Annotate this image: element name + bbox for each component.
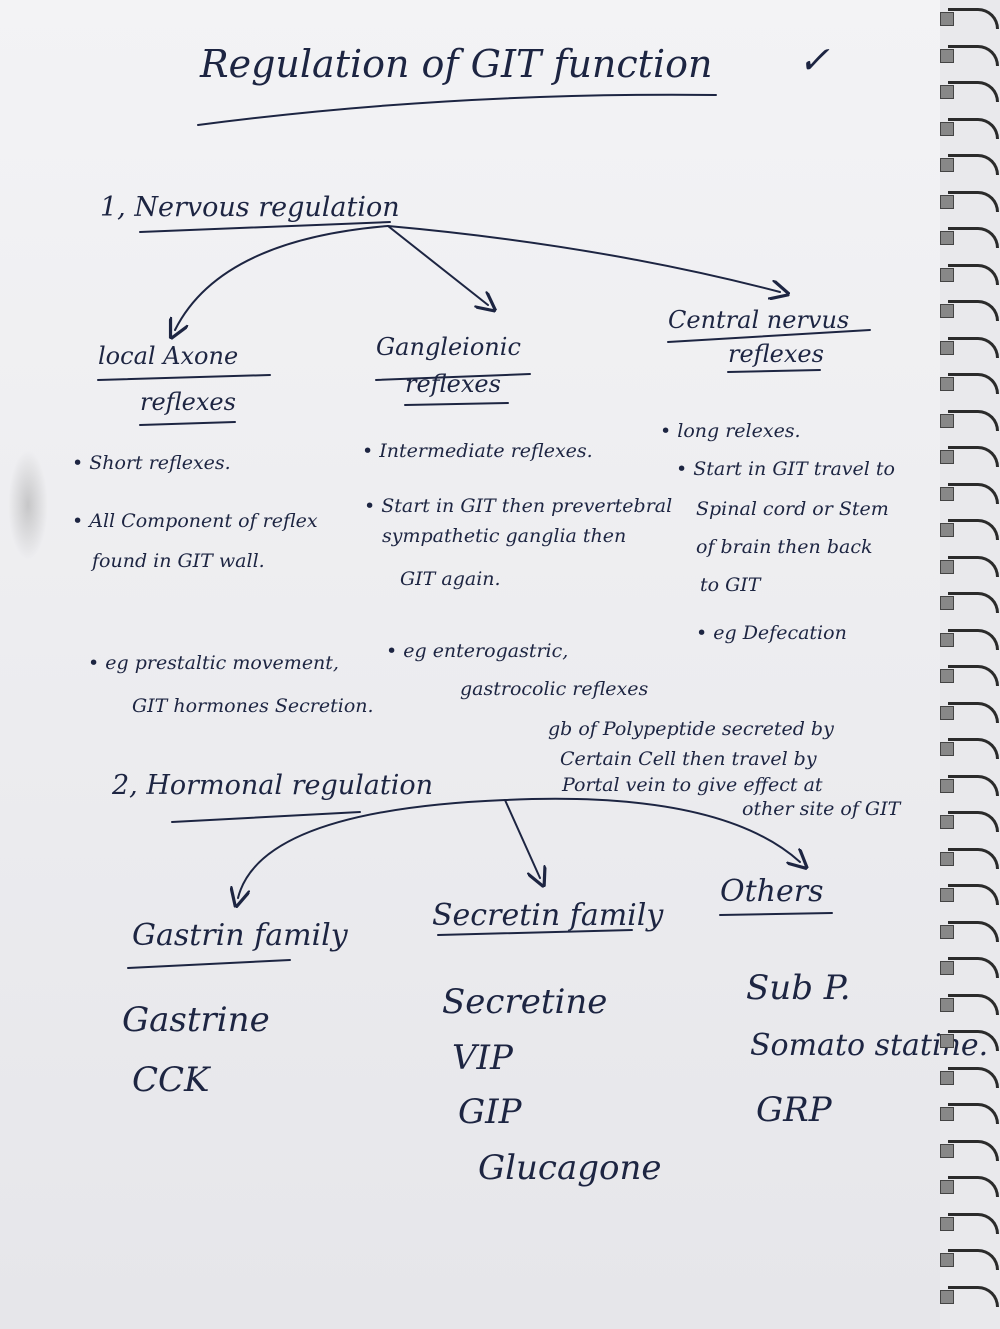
spiral-ring <box>940 629 999 650</box>
spiral-ring <box>940 921 999 942</box>
spiral-ring <box>940 373 999 394</box>
family-others-name: Others <box>720 874 824 909</box>
branch-ganglionic-name: reflexes <box>405 370 501 398</box>
spiral-ring <box>940 811 999 832</box>
spiral-ring <box>940 81 999 102</box>
branch-local-example: • eg prestaltic movement, <box>88 652 339 674</box>
spiral-ring <box>940 738 999 759</box>
spiral-binding <box>940 0 1000 1329</box>
arrow-to-gastrin <box>238 799 506 898</box>
branch-central-point: Spinal cord or Stem <box>696 498 889 520</box>
branch-ganglionic-example: gastrocolic reflexes <box>460 678 649 700</box>
section2-underline <box>171 811 361 823</box>
spiral-ring <box>940 191 999 212</box>
branch-ganglionic-point: • Intermediate reflexes. <box>362 440 593 462</box>
branch-ganglionic-example: • eg enterogastric, <box>386 640 569 662</box>
family-others-item: GRP <box>756 1090 832 1130</box>
branch-central-name: reflexes <box>728 340 824 368</box>
title-underline <box>197 93 717 126</box>
spiral-ring <box>940 8 999 29</box>
branch-local-example: GIT hormones Secretion. <box>132 695 374 717</box>
family-gastrin-item: Gastrine <box>122 1000 270 1040</box>
hormonal-note: Certain Cell then travel by <box>560 748 817 770</box>
spiral-ring <box>940 1176 999 1197</box>
section1-underline <box>139 221 391 233</box>
branch-central-point: of brain then back <box>696 536 873 558</box>
page-smudge <box>8 450 48 560</box>
spiral-ring <box>940 227 999 248</box>
spiral-ring <box>940 884 999 905</box>
family-secretin-item: VIP <box>452 1038 513 1078</box>
spiral-ring <box>940 154 999 175</box>
family-secretin-item: GIP <box>458 1092 522 1132</box>
spiral-ring <box>940 1067 999 1088</box>
section2-heading: 2, Hormonal regulation <box>112 770 434 801</box>
arrow-to-secretin <box>504 799 540 878</box>
spiral-ring <box>940 264 999 285</box>
branch-local-name: reflexes <box>140 388 236 416</box>
branch-ganglionic-point: GIT again. <box>400 568 501 590</box>
spiral-ring <box>940 1286 999 1307</box>
branch-local-point: • Short reflexes. <box>72 452 231 474</box>
spiral-ring <box>940 337 999 358</box>
spiral-ring <box>940 483 999 504</box>
branch-central-point: • long relexes. <box>660 420 801 442</box>
spiral-ring <box>940 1103 999 1124</box>
family-gastrin-item: CCK <box>132 1060 210 1100</box>
spiral-ring <box>940 775 999 796</box>
page-title: Regulation of GIT function <box>200 42 713 86</box>
spiral-ring <box>940 1030 999 1051</box>
spiral-ring <box>940 1140 999 1161</box>
branch-ganglionic-name: Gangleionic <box>376 333 521 361</box>
spiral-ring <box>940 592 999 613</box>
branch-local-point: found in GIT wall. <box>92 550 265 572</box>
hormonal-note: Portal vein to give effect at <box>562 774 823 796</box>
arrow-to-local <box>175 225 389 330</box>
branch-local-point: • All Component of reflex <box>72 510 318 532</box>
spiral-ring <box>940 957 999 978</box>
arrow-to-ganglionic <box>387 225 488 305</box>
branch-central-name: Central nervus <box>668 306 850 334</box>
branch-local-name: local Axone <box>98 342 239 370</box>
spiral-ring <box>940 446 999 467</box>
spiral-ring <box>940 519 999 540</box>
arrow-to-central <box>387 225 780 292</box>
spiral-ring <box>940 410 999 431</box>
spiral-ring <box>940 1213 999 1234</box>
branch-central-example: • eg Defecation <box>696 622 847 644</box>
hormonal-note: other site of GIT <box>742 798 901 820</box>
branch-central-point: to GIT <box>700 574 761 596</box>
family-gastrin-name: Gastrin family <box>132 918 348 953</box>
branch-ganglionic-point: • Start in GIT then prevertebral <box>364 495 673 517</box>
branch-central-point: • Start in GIT travel to <box>676 458 895 480</box>
spiral-ring <box>940 300 999 321</box>
spiral-ring <box>940 118 999 139</box>
notebook-page <box>0 0 940 1329</box>
check-mark: ✓ <box>798 38 830 82</box>
spiral-ring <box>940 1249 999 1270</box>
arrow-to-others <box>504 797 800 862</box>
section1-heading: 1, Nervous regulation <box>100 192 400 223</box>
family-others-item: Sub P. <box>746 968 851 1008</box>
family-secretin-item: Secretine <box>442 982 608 1022</box>
spiral-ring <box>940 665 999 686</box>
spiral-ring <box>940 556 999 577</box>
spiral-ring <box>940 702 999 723</box>
hormonal-note: gb of Polypeptide secreted by <box>548 718 834 740</box>
branch-ganglionic-point: sympathetic ganglia then <box>382 525 627 547</box>
family-secretin-item: Glucagone <box>478 1148 662 1188</box>
spiral-ring <box>940 994 999 1015</box>
spiral-ring <box>940 848 999 869</box>
spiral-ring <box>940 45 999 66</box>
family-secretin-name: Secretin family <box>432 898 664 933</box>
